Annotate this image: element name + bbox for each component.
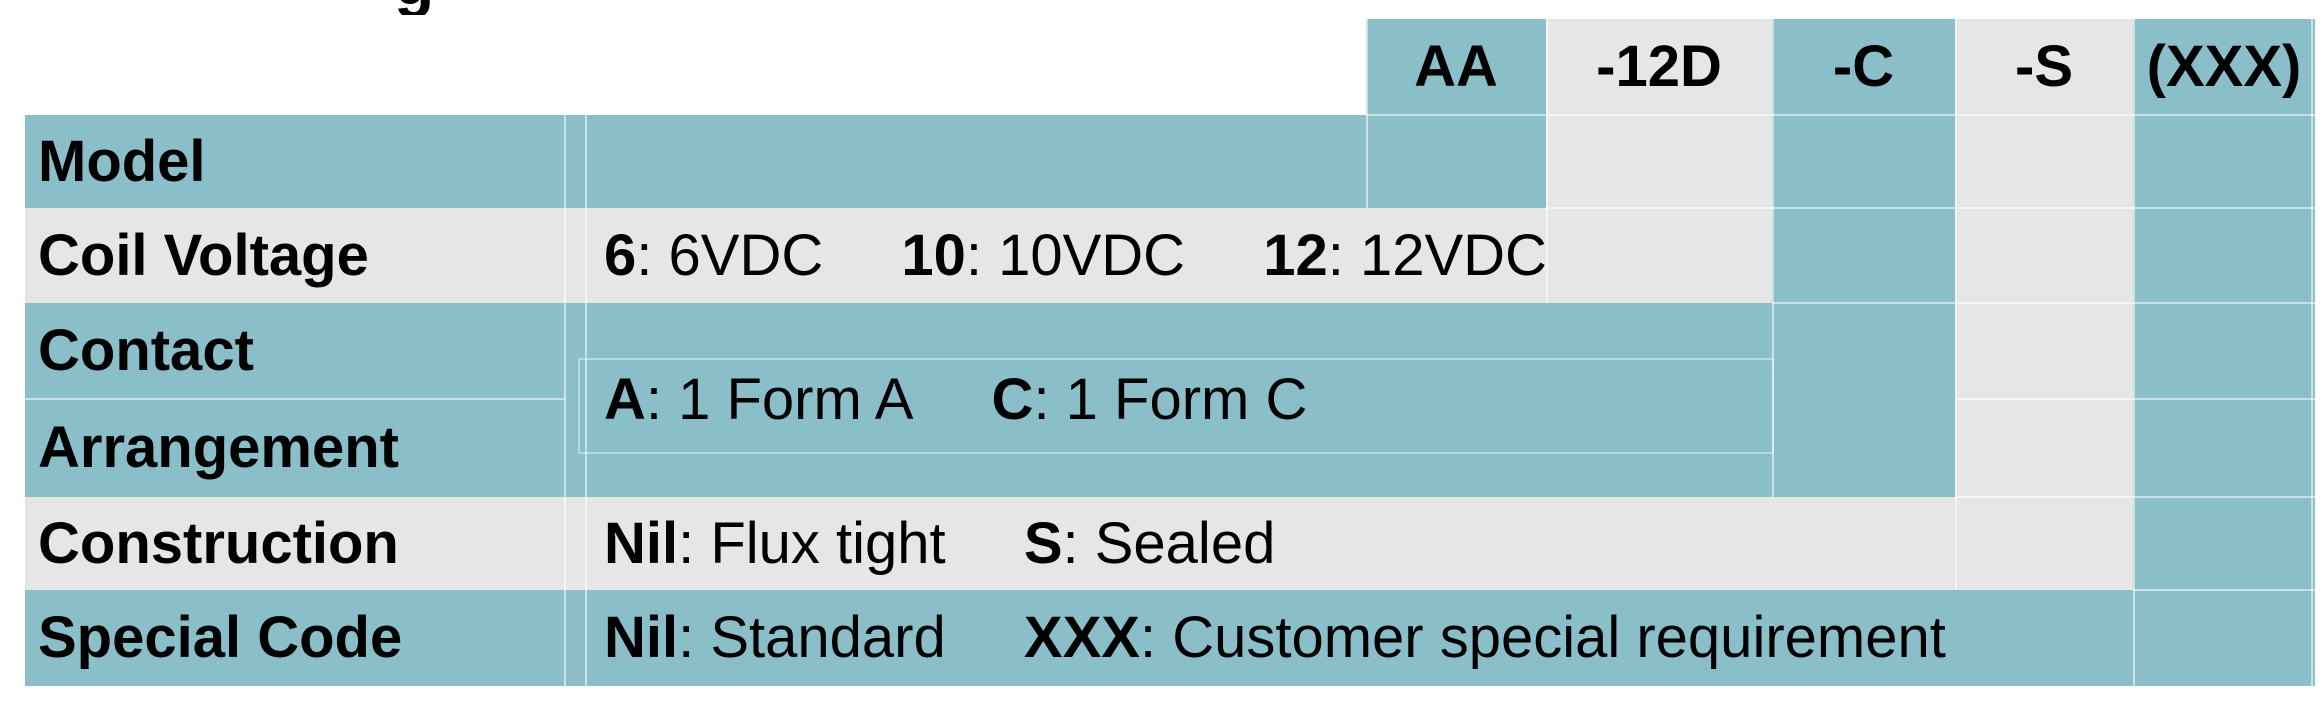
row-label-coil-voltage: Coil Voltage — [38, 223, 369, 288]
code-column-aa — [1366, 19, 1546, 208]
option-separator: : — [965, 223, 999, 288]
option-key: Nil — [604, 511, 679, 576]
option-separator: : — [645, 367, 679, 432]
code-c-text: -C — [1832, 34, 1895, 99]
option-desc: Customer special requirement — [1172, 605, 1946, 670]
grid-line — [1955, 496, 2315, 498]
code-s: -S — [1955, 19, 2133, 115]
code-column-12d — [1546, 19, 1772, 303]
option-separator: : — [678, 605, 711, 670]
option: C: 1 Form C — [992, 367, 1308, 432]
option-desc: Flux tight — [710, 511, 946, 576]
grid-line — [25, 398, 565, 400]
grid-line — [1772, 19, 1774, 497]
option-desc: 6VDC — [668, 223, 824, 288]
code-xxx-text: (XXX) — [2146, 34, 2302, 99]
option: 6: 6VDC — [604, 223, 823, 288]
grid-line — [2311, 19, 2313, 686]
option-key: 12 — [1263, 223, 1328, 288]
special-code-options: Nil: Standard XXX: Customer special requ… — [604, 590, 1946, 686]
option: 12: 12VDC — [1263, 223, 1547, 288]
row-label-special-code: Special Code — [38, 605, 403, 670]
contact-arrangement-options: A: 1 Form A C: 1 Form C — [604, 303, 1307, 497]
coil-voltage-row-band — [25, 208, 1546, 303]
option-key: 6 — [604, 223, 637, 288]
construction-row-band — [25, 497, 1955, 590]
code-xxx: (XXX) — [2133, 19, 2315, 115]
grid-line — [585, 115, 587, 686]
code-aa: AA — [1366, 19, 1546, 115]
grid-line — [1366, 114, 2315, 116]
row-label-construction: Construction — [38, 511, 399, 576]
option-separator: : — [1062, 511, 1095, 576]
option-key: 10 — [901, 223, 966, 288]
option: S: Sealed — [1024, 511, 1276, 576]
option-separator: : — [1327, 223, 1360, 288]
option-key: C — [991, 367, 1034, 432]
cropped-heading-letter: g — [394, 0, 450, 14]
option-separator: : — [1139, 605, 1173, 670]
option: 10: 10VDC — [901, 223, 1185, 288]
option-desc: 1 Form C — [1065, 367, 1308, 432]
row-label-contact: Contact — [38, 318, 254, 383]
grid-line — [2133, 589, 2315, 591]
option-desc: 1 Form A — [678, 367, 914, 432]
row-label-arrangement: Arrangement — [38, 415, 399, 480]
code-12d: -12D — [1546, 19, 1772, 115]
option-desc: Sealed — [1094, 511, 1276, 576]
option-key: XXX — [1023, 605, 1140, 670]
code-column-c — [1772, 19, 1955, 497]
option-desc: 12VDC — [1359, 223, 1547, 288]
option: Nil: Standard — [604, 605, 946, 670]
option: XXX: Customer special requirement — [1024, 605, 1946, 670]
coil-voltage-options: 6: 6VDC 10: 10VDC 12: 12VDC — [604, 208, 1547, 303]
option-desc: Standard — [710, 605, 946, 670]
special-code-row-band — [25, 590, 2133, 686]
grid-line — [1955, 398, 2315, 400]
model-row-band — [25, 115, 1366, 208]
merged-cell-outline — [578, 358, 1774, 454]
contact-arrangement-row-band — [25, 303, 1772, 497]
option-key: A — [604, 367, 646, 432]
option: A: 1 Form A — [604, 367, 913, 432]
option-key: Nil — [604, 605, 679, 670]
grid-line — [2133, 19, 2135, 686]
code-c: -C — [1772, 19, 1955, 115]
construction-options: Nil: Flux tight S: Sealed — [604, 497, 1275, 590]
option-key: S — [1023, 511, 1063, 576]
grid-line — [1955, 19, 1957, 590]
code-12d-text: -12D — [1596, 34, 1722, 99]
option: Nil: Flux tight — [604, 511, 946, 576]
cropped-heading-fragment: g — [394, 0, 450, 15]
code-s-text: -S — [2015, 34, 2073, 99]
option-separator: : — [678, 511, 711, 576]
option-desc: 10VDC — [998, 223, 1186, 288]
grid-line — [1546, 19, 1548, 303]
row-label-model: Model — [38, 129, 206, 194]
grid-line — [564, 115, 566, 686]
code-column-xxx — [2133, 19, 2315, 686]
grid-line — [1772, 302, 2315, 304]
option-separator: : — [1033, 367, 1066, 432]
grid-line — [1366, 19, 1368, 208]
code-aa-text: AA — [1414, 34, 1498, 99]
grid-line — [1546, 207, 2315, 209]
option-separator: : — [636, 223, 669, 288]
